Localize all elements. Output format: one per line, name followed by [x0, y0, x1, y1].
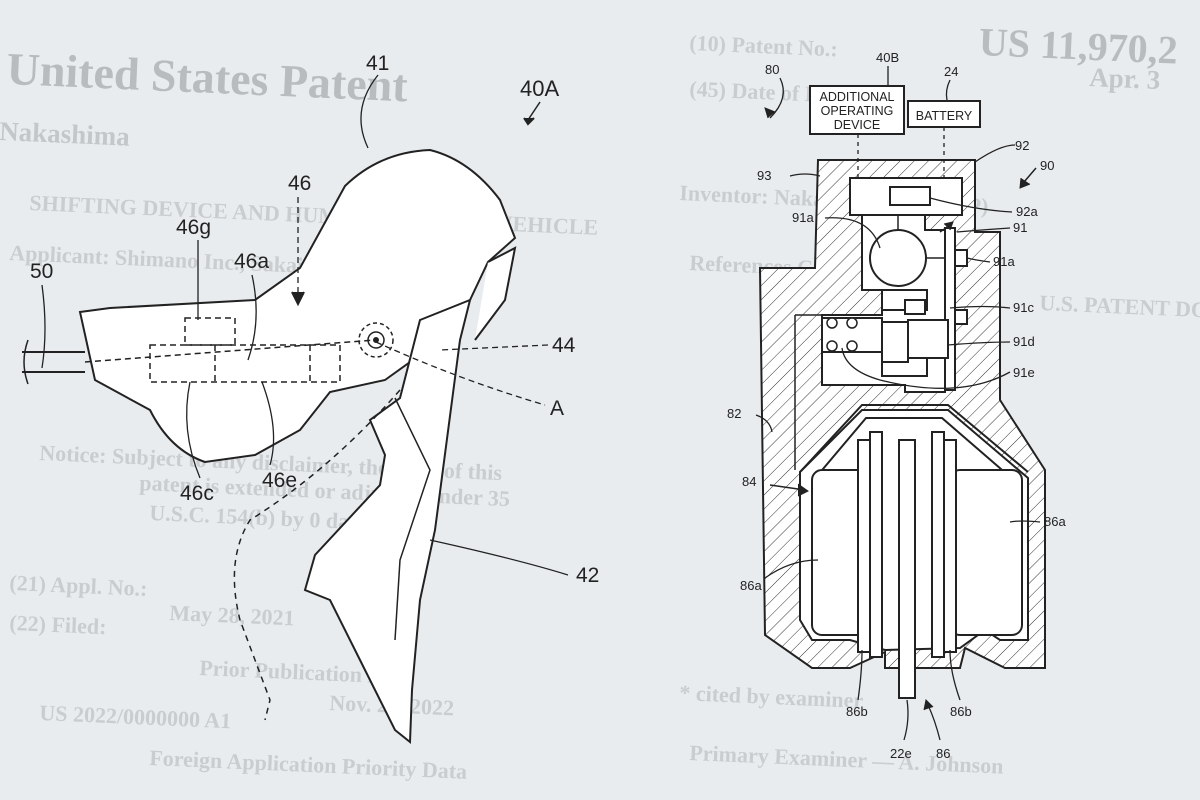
additional-device-line2: OPERATING — [821, 104, 894, 118]
label-44: 44 — [552, 334, 576, 357]
figure-left-operating-device — [22, 74, 569, 745]
label-92a: 92a — [1016, 204, 1038, 219]
battery-text: BATTERY — [916, 109, 973, 123]
lever — [303, 298, 472, 745]
base-member — [78, 148, 517, 464]
additional-device-box — [809, 85, 905, 135]
label-82: 82 — [727, 406, 741, 421]
label-46g: 46g — [176, 216, 211, 239]
label-93: 93 — [757, 168, 771, 183]
label-86a-right: 86a — [1044, 514, 1066, 529]
label-22e: 22e — [890, 746, 912, 761]
label-42: 42 — [576, 564, 599, 587]
label-46e: 46e — [262, 469, 297, 492]
label-80: 80 — [765, 62, 779, 77]
label-91d: 91d — [1013, 334, 1035, 349]
label-91c: 91c — [1013, 300, 1034, 315]
label-41: 41 — [366, 52, 389, 75]
label-46c: 46c — [180, 482, 214, 505]
label-50: 50 — [30, 260, 53, 283]
label-86: 86 — [936, 746, 950, 761]
label-86b-right: 86b — [950, 704, 972, 719]
label-46: 46 — [288, 172, 311, 195]
label-46a: 46a — [234, 250, 269, 273]
label-84: 84 — [742, 474, 756, 489]
additional-device-line3: DEVICE — [834, 118, 881, 132]
additional-device-line1: ADDITIONAL — [819, 90, 894, 104]
label-A: A — [550, 397, 564, 420]
battery-box — [907, 100, 981, 128]
label-92: 92 — [1015, 138, 1029, 153]
label-86b-left: 86b — [846, 704, 868, 719]
label-86a-left: 86a — [740, 578, 762, 593]
label-91a-left: 91a — [792, 210, 814, 225]
label-91: 91 — [1013, 220, 1027, 235]
label-91a-right: 91a — [993, 254, 1015, 269]
label-40B: 40B — [876, 50, 899, 65]
label-91e: 91e — [1013, 365, 1035, 380]
label-24: 24 — [944, 64, 958, 79]
label-90: 90 — [1040, 158, 1054, 173]
figure-right-section — [755, 66, 1046, 741]
label-40A: 40A — [520, 76, 559, 101]
